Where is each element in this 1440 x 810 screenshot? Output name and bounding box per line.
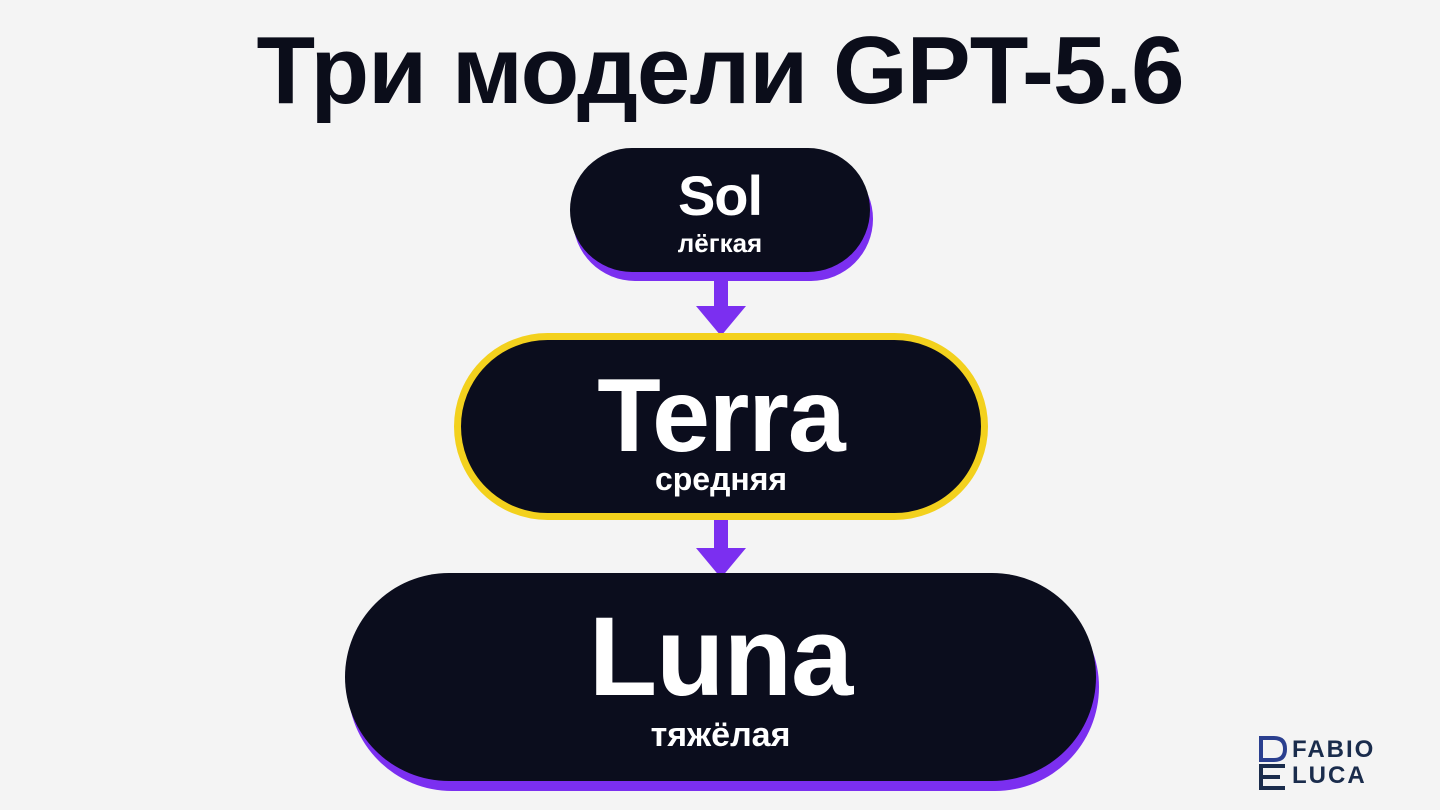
brand-logo: FABIO LUCA [1258,735,1408,791]
diagram-title: Три модели GPT-5.6 [256,17,1185,124]
node-terra-name: Terra [597,358,845,474]
node-sol: Sol лёгкая [570,148,870,272]
node-luna-subtitle: тяжёлая [650,716,791,754]
arrow-sol-to-terra [696,270,746,336]
node-luna-name: Luna [588,594,854,719]
node-terra: Terra средняя [454,333,988,520]
node-sol-subtitle: лёгкая [677,228,763,258]
node-sol-name: Sol [677,164,763,227]
brand-name-first: FABIO [1292,736,1376,763]
node-terra-subtitle: средняя [654,461,788,497]
arrow-terra-to-luna [696,514,746,578]
node-luna: Luna тяжёлая [345,573,1096,781]
brand-name-last: LUCA [1292,762,1367,789]
brand-mark-icon [1259,736,1288,790]
